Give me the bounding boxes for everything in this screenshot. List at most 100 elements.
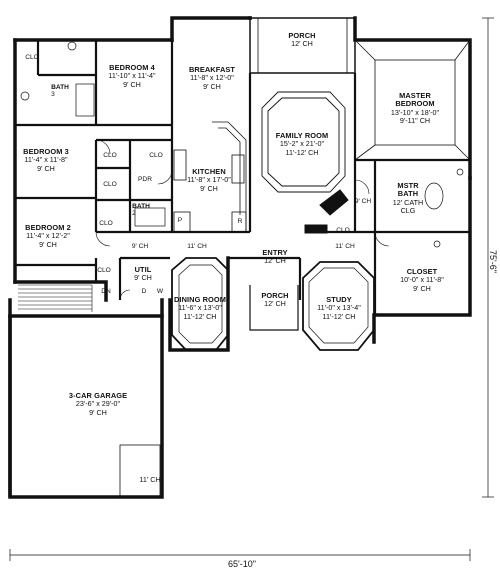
pdr-label: PDR: [138, 176, 152, 183]
room-ceiling: 9' CH: [123, 79, 141, 89]
garage-detail: [8, 316, 161, 498]
room-name: ENTRY: [262, 248, 288, 257]
clo-label: CLO: [97, 267, 111, 274]
util-label: UTIL 9' CH: [134, 265, 152, 283]
bath-fixtures: [20, 41, 464, 248]
room-ceiling: 9' CH: [89, 407, 107, 417]
room-ceiling: 9' CH: [134, 273, 152, 283]
front-porch: [249, 285, 299, 331]
room-size: 11'-8" x 12'-0": [190, 73, 234, 83]
bath3-number: 3: [51, 91, 55, 98]
room-name-2: BEDROOM: [395, 99, 435, 109]
breakfast-label: BREAKFAST 11'-8" x 12'-0" 9' CH: [188, 65, 236, 91]
clo-label: CLO: [103, 181, 117, 188]
room-ceiling: 12' CH: [264, 299, 286, 309]
dimension-lines: [9, 17, 494, 561]
room-ceiling: 9' CH: [37, 163, 55, 173]
clo-label: CLO: [99, 220, 113, 227]
room-size: 11'-4" x 11'-8": [24, 155, 68, 165]
kitchen-counters: [173, 121, 247, 233]
room-ceiling: 9' CH: [203, 81, 221, 91]
room-ceiling: 9'-11" CH: [399, 116, 431, 126]
room-ceiling: 11'-12' CH: [183, 311, 217, 321]
room-size: 11'-8" x 17'-0": [187, 175, 231, 185]
closet-label: CLOSET 10'-0" x 11'-8" 9' CH: [400, 267, 444, 293]
garage-label: 3-CAR GARAGE 23'-6" x 29'-0" 9' CH: [68, 391, 128, 417]
door-swings: [95, 139, 390, 301]
room-size: 15'-2" x 21'-0": [279, 139, 325, 149]
porch-top-outline: [249, 17, 356, 74]
stairs-down-label: DN: [101, 288, 111, 295]
bath2-name: BATH: [132, 203, 150, 210]
room-ceiling-2: CLG: [400, 206, 416, 216]
room-ceiling: 11'-12' CH: [322, 311, 356, 321]
room-ceiling: 9' CH: [200, 183, 218, 193]
master-hall-ceiling-label: 9' CH: [354, 198, 372, 205]
room-size: 11'-6" x 13'-0": [178, 303, 222, 313]
room-name: MSTR: [397, 181, 419, 190]
room-name: BEDROOM 3: [23, 147, 69, 156]
room-name: BEDROOM 2: [25, 223, 71, 232]
pantry-label: P: [177, 217, 183, 224]
room-name: MASTER: [399, 91, 431, 100]
master-tray-ceiling: [354, 39, 471, 161]
room-size: 10'-0" x 11'-8": [400, 275, 444, 285]
room-name: BREAKFAST: [188, 65, 236, 74]
room-name-2: BATH: [397, 189, 419, 199]
room-ceiling: 12' CH: [264, 256, 286, 266]
bath2-label: BATH 2: [132, 203, 150, 217]
clo-label: CLO: [103, 152, 117, 159]
porch-front-label: PORCH 12' CH: [261, 291, 289, 309]
family-room-octagon: [261, 91, 346, 193]
refrigerator-label: R: [237, 218, 243, 225]
room-name: PORCH: [288, 31, 316, 40]
study-label: STUDY 11'-0" x 13'-4" 11'-12' CH: [317, 295, 361, 321]
fireplace: [304, 189, 349, 234]
room-ceiling: 9' CH: [39, 239, 57, 249]
room-name: PORCH: [261, 291, 289, 300]
room-ceiling: 12' CATH: [392, 197, 424, 207]
master-bedroom-label: MASTER BEDROOM 13'-10" x 18'-0" 9'-11" C…: [390, 91, 440, 126]
room-ceiling: 11'-12' CH: [285, 147, 319, 157]
entry-label: ENTRY 12' CH: [262, 248, 288, 266]
room-name: STUDY: [326, 295, 352, 304]
room-name: KITCHEN: [192, 167, 226, 176]
family-room-label: FAMILY ROOM 15'-2" x 21'-0" 11'-12' CH: [275, 131, 329, 157]
room-ceiling: 12' CH: [291, 39, 313, 49]
bedroom2-label: BEDROOM 2 11'-4" x 12'-2" 9' CH: [25, 223, 71, 249]
bath3-name: BATH: [51, 84, 69, 91]
room-size: 11'-4" x 12'-2": [26, 231, 70, 241]
overall-width-dimension: 65'-10": [228, 559, 256, 569]
clo-label: CLO: [149, 152, 163, 159]
stairs: [18, 284, 93, 312]
clo-label: CLO: [336, 227, 350, 234]
room-size: 11'-0" x 13'-4": [317, 303, 361, 313]
hall-ceiling-label: 9' CH: [131, 243, 149, 250]
fireplace-label: FP: [329, 200, 339, 207]
study-octagon: [302, 261, 375, 351]
room-size: 23'-6" x 29'-0": [75, 399, 121, 409]
room-name: CLOSET: [406, 267, 438, 276]
dryer-label: D: [141, 288, 147, 295]
room-name: 3-CAR GARAGE: [68, 391, 128, 400]
porch-top-label: PORCH 12' CH: [288, 31, 316, 49]
room-name: FAMILY ROOM: [275, 131, 329, 140]
mstr-bath-label: MSTR BATH 12' CATH CLG: [392, 181, 424, 216]
room-name: UTIL: [134, 265, 152, 274]
clo-label: CLO: [25, 54, 39, 61]
kitchen-label: KITCHEN 11'-8" x 17'-0" 9' CH: [187, 167, 231, 193]
bedroom3-label: BEDROOM 3 11'-4" x 11'-8" 9' CH: [23, 147, 69, 173]
room-size: 13'-10" x 18'-0": [390, 107, 440, 117]
room-name: DINING ROOM: [173, 295, 227, 304]
bedroom4-label: BEDROOM 4 11'-10" x 11'-4" 9' CH: [108, 63, 156, 89]
garage-alcove-label: 11' CH: [139, 475, 161, 484]
overall-depth-dimension: 75'-6": [488, 250, 498, 273]
washer-label: W: [156, 288, 164, 295]
bath2-number: 2: [132, 210, 136, 217]
room-ceiling: 11' CH: [139, 475, 161, 484]
room-size: 11'-10" x 11'-4": [108, 71, 156, 81]
bath3-label: BATH 3: [51, 84, 69, 98]
hall-ceiling-label: 11' CH: [335, 243, 355, 250]
room-ceiling: 9' CH: [413, 283, 431, 293]
